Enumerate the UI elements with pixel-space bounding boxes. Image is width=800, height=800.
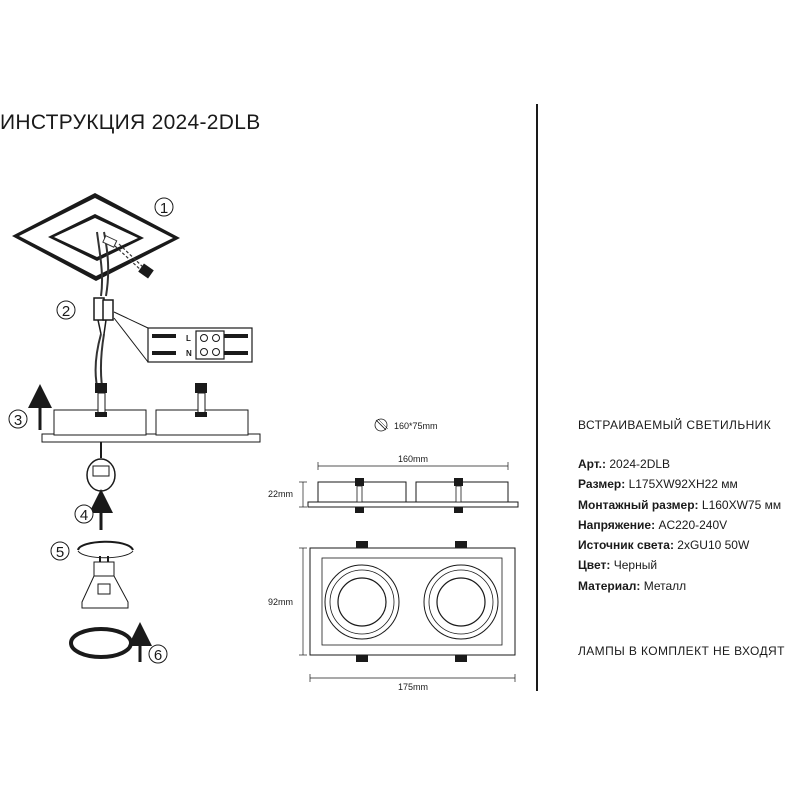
spec-value: 2024-2DLB: [609, 457, 671, 471]
spec-value: 2xGU10 50W: [677, 538, 750, 553]
step-number: 3: [14, 412, 22, 429]
spec-row-mounting-size: Монтажный размер: L160XW75 мм: [578, 495, 781, 515]
ceiling-cutout-drawing: [12, 193, 180, 297]
lamp-drawing: [77, 540, 134, 609]
spec-value: L175XW92XH22 мм: [628, 477, 738, 492]
spec-value: Черный: [613, 558, 658, 573]
step-number: 4: [80, 507, 88, 524]
step-number: 2: [62, 303, 70, 320]
step-marker-5: 5: [50, 541, 70, 561]
spec-label: Размер:: [578, 477, 626, 492]
socket-drawing: [86, 442, 116, 530]
spec-row-light-source: Источник света: 2xGU10 50W: [578, 535, 781, 555]
spec-row-voltage: Напряжение: AC220-240V: [578, 515, 781, 535]
spec-label: Арт.:: [578, 457, 606, 471]
height-dimension: 22mm: [268, 489, 293, 499]
step-number: 6: [154, 647, 162, 664]
spec-label: Напряжение:: [578, 517, 656, 532]
terminal-label-l: L: [186, 334, 191, 343]
side-view-drawing: [299, 462, 519, 513]
spec-row-color: Цвет: Черный: [578, 555, 781, 575]
step-marker-2: 2: [56, 300, 76, 320]
spec-value: AC220-240V: [658, 517, 728, 532]
terminal-label-n: N: [186, 349, 192, 358]
wire-connector-drawing: [93, 297, 253, 387]
vertical-divider: [536, 104, 538, 691]
fixture-insertion-drawing: [28, 383, 261, 443]
spec-value: Металл: [643, 578, 687, 593]
top-view-drawing: [299, 541, 516, 682]
step-marker-6: 6: [148, 644, 168, 664]
step-marker-3: 3: [8, 409, 28, 429]
cutout-symbol-icon: [374, 418, 389, 432]
spec-value: L160XW75 мм: [701, 497, 782, 512]
spec-row-article: Арт.: 2024-2DLB: [578, 454, 781, 474]
spec-label: Материал:: [578, 578, 641, 593]
page-title: ИНСТРУКЦИЯ 2024-2DLB: [0, 111, 261, 134]
spec-heading: ВСТРАИВАЕМЫЙ СВЕТИЛЬНИК: [578, 418, 772, 432]
length-dimension: 175mm: [398, 682, 428, 692]
step-marker-1: 1: [154, 197, 174, 217]
cutout-dimension: 160*75mm: [394, 421, 438, 431]
spec-label: Источник света:: [578, 538, 674, 553]
spec-row-material: Материал: Металл: [578, 576, 781, 596]
bezel-ring-drawing: [69, 622, 152, 662]
spec-label: Цвет:: [578, 558, 611, 573]
step-marker-4: 4: [74, 504, 94, 524]
spec-row-size: Размер: L175XW92XH22 мм: [578, 474, 781, 494]
step-number: 5: [56, 544, 64, 561]
spec-label: Монтажный размер:: [578, 497, 699, 512]
mounting-width-dimension: 160mm: [398, 454, 428, 464]
step-number: 1: [160, 200, 168, 217]
lamps-not-included-note: ЛАМПЫ В КОМПЛЕКТ НЕ ВХОДЯТ: [578, 644, 785, 658]
spec-list: Арт.: 2024-2DLB Размер: L175XW92XH22 мм …: [578, 454, 781, 596]
depth-dimension: 92mm: [268, 597, 293, 607]
